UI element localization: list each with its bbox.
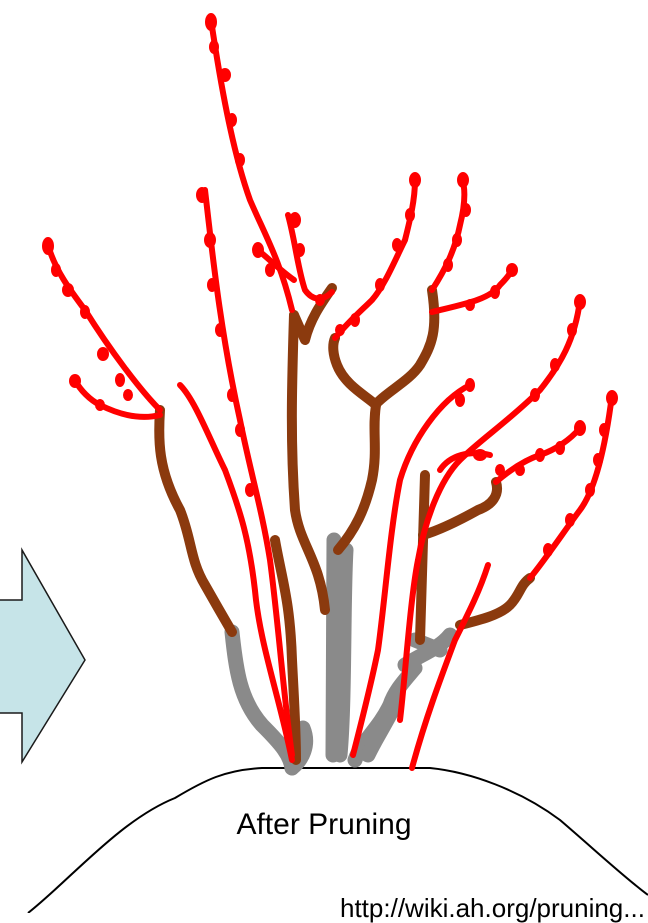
footer-url[interactable]: http://wiki.ah.org/pruning... [340, 893, 645, 923]
right-arrow-icon [0, 550, 85, 762]
diagram-caption: After Pruning [0, 808, 648, 842]
